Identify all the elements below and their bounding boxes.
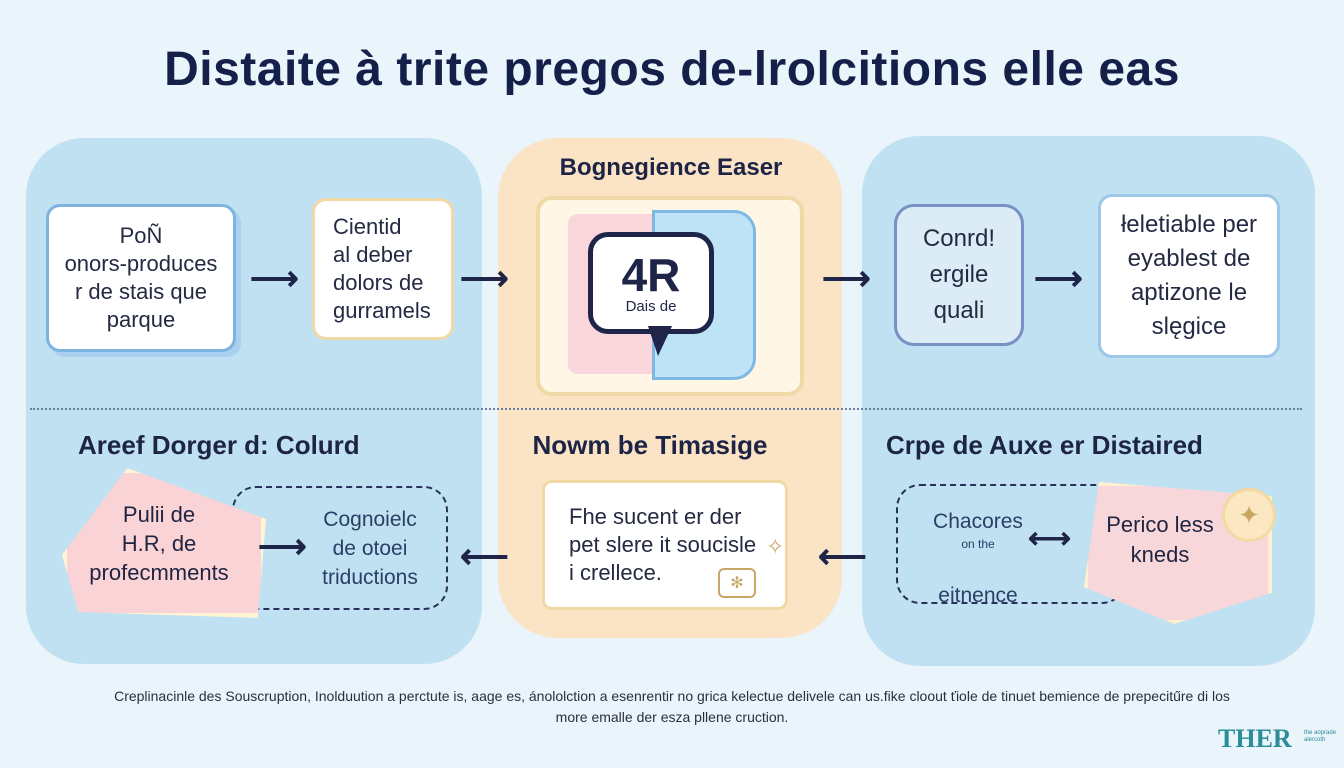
badge-sub-text: Dais de (625, 297, 677, 315)
section-heading-center: Nowm be Timasige (532, 430, 768, 460)
section-heading-right: Crpe de Auxe er Distaired (886, 430, 1203, 460)
sparkle-icon: ✧ (766, 534, 785, 559)
section-divider (30, 408, 1302, 410)
arrow-right-icon: ⟶ (822, 260, 871, 298)
pink-blob-right-text: Perico less kneds (1106, 512, 1214, 567)
brand-logo-subtext: the aoprade aiercoth (1304, 730, 1337, 743)
step-box-cientid: Cientid al deber dolors de gurramels (312, 198, 454, 340)
badge-main-text: 4R (621, 248, 681, 301)
speech-bubble-badge: 4R Dais de (588, 232, 714, 334)
arrow-right-icon: ⟶ (250, 260, 299, 298)
page-title: Distaite à trite pregos de-lrolcitions e… (164, 43, 1180, 96)
brand-logo: THER (1218, 724, 1292, 753)
chacores-text-group: Chacores on the eitnence (918, 478, 1038, 610)
footer-caption: Creplinacinle des Souscruption, Inolduut… (114, 688, 1230, 725)
chacores-bottom: eitnence (938, 584, 1018, 607)
arrow-right-icon: ⟶ (258, 528, 307, 566)
arrow-both-icon: ⟷ (1028, 522, 1072, 555)
pink-blob-text: Pulii de H.R, de profecmments (89, 502, 229, 585)
center-label: Bognegience Easer (559, 154, 783, 181)
fan-icon: ✻ (718, 568, 756, 598)
note-box-sucent: Fhe sucent er der pet slere it soucisle … (542, 480, 788, 610)
arrow-left-icon: ⟵ (818, 538, 867, 576)
star-icon: ✦ (1222, 488, 1276, 542)
speech-bubble-tail-icon (648, 326, 672, 356)
section-heading-left: Areef Dorger d: Colurd (78, 430, 360, 460)
step-box-producers: PoÑ onors-produces r de stais que parque (46, 204, 236, 352)
arrow-left-icon: ⟵ (460, 538, 509, 576)
arrow-right-icon: ⟶ (460, 260, 509, 298)
arrow-right-icon: ⟶ (1034, 260, 1083, 298)
chacores-small: on the (961, 537, 995, 551)
chacores-top: Chacores (933, 510, 1023, 533)
step-box-eletiable: łeletiable per eyablest de aptizone le s… (1098, 194, 1280, 358)
step-box-conrd: Conrd! ergile quali (894, 204, 1024, 346)
